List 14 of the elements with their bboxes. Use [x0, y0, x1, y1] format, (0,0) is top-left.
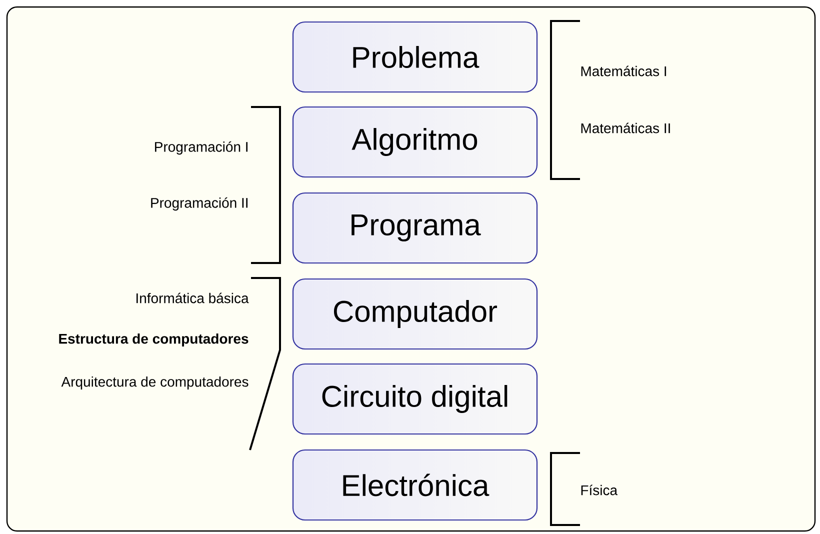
- text-box: Problema: [292, 21, 538, 93]
- text-box: Programa: [292, 192, 538, 264]
- text-box: Computador: [292, 278, 538, 350]
- course-label: Matemáticas II: [581, 122, 670, 134]
- course-label: Programación I: [155, 141, 248, 155]
- text-box: Circuito digital: [292, 363, 538, 435]
- course-label: Matemáticas I: [581, 66, 666, 76]
- course-label: Estructura de computadores: [59, 333, 248, 347]
- course-label: Informática básica: [136, 292, 249, 304]
- course-label: Arquitectura de computadores: [61, 376, 248, 390]
- course-label: Física: [581, 484, 618, 496]
- text-box: Algoritmo: [292, 106, 538, 178]
- course-label: Programación II: [151, 197, 248, 211]
- text-box: Electrónica: [292, 449, 538, 521]
